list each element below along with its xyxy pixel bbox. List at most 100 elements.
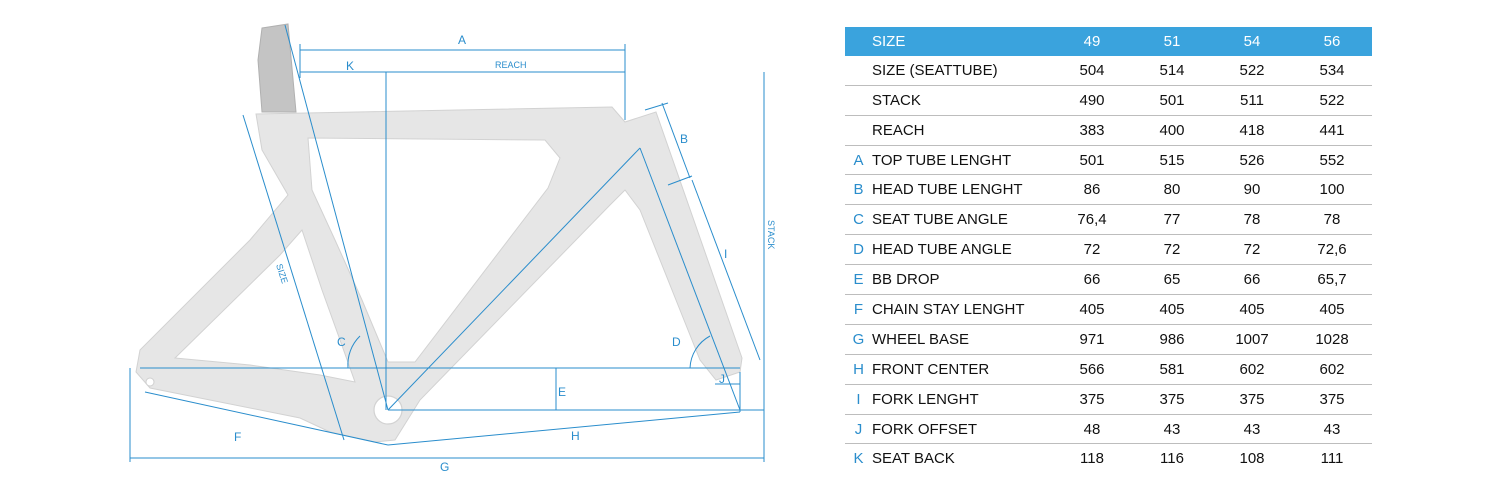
label-a: A: [458, 33, 466, 47]
row-value: 111: [1320, 450, 1344, 468]
row-measurement-name: HEAD TUBE ANGLE: [872, 234, 1052, 266]
row-value: 405: [1132, 294, 1212, 325]
row-value: 375: [1132, 384, 1212, 415]
row-value: 511: [1212, 85, 1292, 116]
row-value: 441: [1292, 115, 1372, 146]
row-value: 552: [1292, 145, 1372, 176]
row-value: 43: [1132, 414, 1212, 445]
row-letter: D: [845, 234, 872, 266]
row-letter: [845, 85, 872, 116]
row-letter: C: [845, 204, 872, 236]
label-e: E: [558, 385, 566, 399]
row-letter: A: [845, 145, 872, 176]
row-measurement-name: FORK LENGHT: [872, 384, 1052, 415]
row-value: 526: [1212, 145, 1292, 176]
row-value: 72: [1052, 234, 1132, 266]
row-value: 504: [1052, 55, 1132, 86]
rear-dropout: [145, 377, 155, 387]
row-measurement-name: SEAT BACK: [872, 450, 955, 468]
row-value: 405: [1212, 294, 1292, 325]
row-letter: K: [853, 450, 864, 468]
row-value: 76,4: [1052, 204, 1132, 236]
row-value: 118: [1080, 450, 1104, 468]
row-value: 602: [1212, 354, 1292, 385]
row-value: 501: [1052, 145, 1132, 176]
row-measurement-name: FRONT CENTER: [872, 354, 1052, 385]
row-value: 522: [1212, 55, 1292, 86]
row-letter: E: [845, 264, 872, 296]
row-value: 86: [1052, 174, 1132, 206]
frame-silhouette: [135, 106, 743, 443]
row-letter: F: [845, 294, 872, 325]
label-b: B: [680, 132, 688, 146]
row-value: 65,7: [1292, 264, 1372, 296]
row-letter: G: [845, 324, 872, 355]
row-value: 72: [1212, 234, 1292, 266]
seatpost: [257, 23, 297, 113]
row-value: 534: [1292, 55, 1372, 86]
row-measurement-name: BB DROP: [872, 264, 1052, 296]
row-value: 72,6: [1292, 234, 1372, 266]
row-letter: B: [845, 174, 872, 206]
header-size-49: 49: [1052, 27, 1132, 56]
row-measurement-name: CHAIN STAY LENGHT: [872, 294, 1052, 325]
row-value: 43: [1292, 414, 1372, 445]
row-letter: H: [845, 354, 872, 385]
header-size-56: 56: [1292, 27, 1372, 56]
row-value: 78: [1212, 204, 1292, 236]
row-value: 1028: [1292, 324, 1372, 355]
row-value: 78: [1292, 204, 1372, 236]
row-value: 43: [1212, 414, 1292, 445]
row-value: 501: [1132, 85, 1212, 116]
row-value: 375: [1212, 384, 1292, 415]
row-value: 375: [1052, 384, 1132, 415]
row-value: 48: [1052, 414, 1132, 445]
row-value: 116: [1160, 450, 1184, 468]
row-value: 66: [1052, 264, 1132, 296]
row-measurement-name: HEAD TUBE LENGHT: [872, 174, 1052, 206]
header-size-51: 51: [1132, 27, 1212, 56]
header-letter-cell: [845, 27, 872, 56]
row-value: 80: [1132, 174, 1212, 206]
label-size: SIZE: [274, 263, 290, 285]
row-value: 383: [1052, 115, 1132, 146]
row-measurement-name: REACH: [872, 115, 1052, 146]
label-c: C: [337, 335, 346, 349]
row-letter: [845, 55, 872, 86]
row-value: 66: [1212, 264, 1292, 296]
label-d: D: [672, 335, 681, 349]
row-value: 100: [1292, 174, 1372, 206]
row-value: 514: [1132, 55, 1212, 86]
table-row: K SEAT BACK 118 116 108 111: [845, 444, 1372, 473]
row-value: 108: [1239, 450, 1265, 468]
row-value: 986: [1132, 324, 1212, 355]
row-value: 90: [1212, 174, 1292, 206]
row-value: 1007: [1212, 324, 1292, 355]
label-stack: STACK: [766, 220, 776, 249]
row-measurement-name: SEAT TUBE ANGLE: [872, 204, 1052, 236]
row-value: 522: [1292, 85, 1372, 116]
label-h: H: [571, 429, 580, 443]
label-k: K: [346, 59, 354, 73]
row-value: 72: [1132, 234, 1212, 266]
label-i: I: [724, 247, 727, 261]
row-measurement-name: WHEEL BASE: [872, 324, 1052, 355]
row-value: 405: [1292, 294, 1372, 325]
row-value: 602: [1292, 354, 1372, 385]
row-letter: J: [845, 414, 872, 445]
label-g: G: [440, 460, 449, 474]
label-j: J: [719, 372, 725, 386]
